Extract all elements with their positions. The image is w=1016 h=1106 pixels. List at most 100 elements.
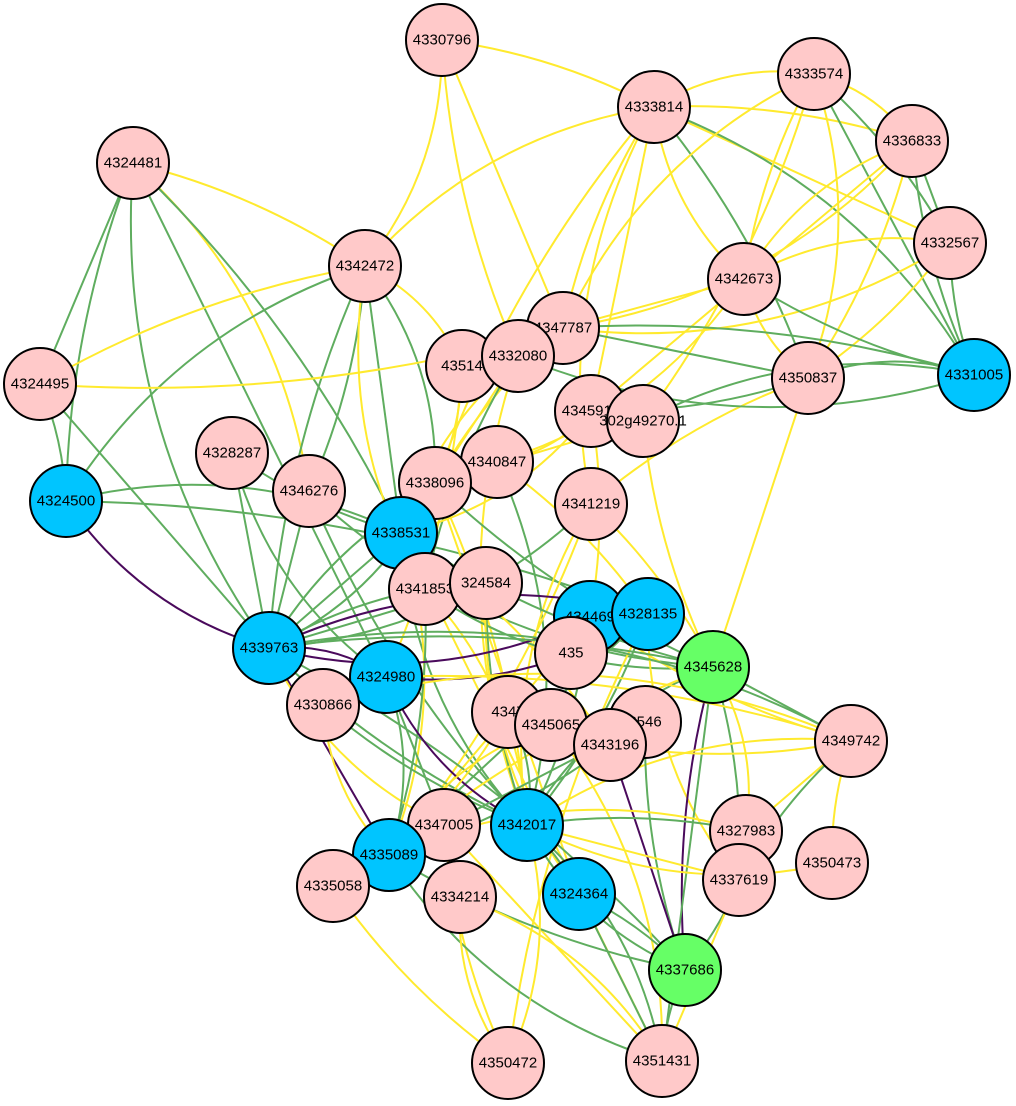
node-circle[interactable] [423, 860, 497, 934]
graph-node[interactable]: 4346276 [272, 454, 346, 528]
node-circle[interactable] [617, 70, 691, 144]
node-label: 4333814 [625, 99, 683, 116]
graph-edge [661, 666, 714, 1062]
node-label: 4350837 [779, 370, 837, 387]
graph-edge [268, 635, 714, 668]
node-circle[interactable] [777, 37, 851, 111]
node-circle[interactable] [606, 384, 680, 458]
node-circle[interactable] [471, 1026, 545, 1100]
graph-node[interactable]: 4324980 [349, 640, 423, 714]
node-label: 4347787 [534, 320, 592, 337]
node-circle[interactable] [676, 630, 750, 704]
node-circle[interactable] [328, 229, 402, 303]
node-circle[interactable] [611, 577, 685, 651]
node-circle[interactable] [195, 416, 269, 490]
graph-edge [132, 162, 387, 678]
graph-node[interactable]: 4345628 [676, 630, 750, 704]
node-circle[interactable] [405, 3, 479, 77]
node-circle[interactable] [96, 126, 170, 200]
graph-node[interactable]: 4328135 [611, 577, 685, 651]
node-circle[interactable] [449, 546, 523, 620]
node-label: 4330866 [294, 697, 352, 714]
graph-edge [132, 162, 366, 267]
graph-edge [526, 824, 833, 876]
graph-node[interactable]: 324584 [449, 546, 523, 620]
node-circle[interactable] [349, 640, 423, 714]
node-label: 324584 [461, 575, 511, 592]
node-label: 4347005 [415, 817, 473, 834]
graph-node[interactable]: 4345065 [514, 688, 588, 762]
graph-node[interactable]: 4337686 [648, 933, 722, 1007]
graph-node[interactable]: 4337619 [702, 843, 776, 917]
graph-node[interactable]: 4334214 [423, 860, 497, 934]
node-circle[interactable] [490, 788, 564, 862]
graph-node[interactable]: 4324495 [3, 347, 77, 421]
node-circle[interactable] [232, 611, 306, 685]
node-circle[interactable] [771, 341, 845, 415]
graph-node[interactable]: 4333814 [617, 70, 691, 144]
graph-node[interactable]: 4333574 [777, 37, 851, 111]
node-circle[interactable] [296, 849, 370, 923]
graph-node[interactable]: 4343196 [573, 708, 647, 782]
node-circle[interactable] [625, 1024, 699, 1098]
graph-edge [65, 265, 366, 502]
graph-node[interactable]: 302g49270.1 [599, 384, 687, 458]
node-label: 4338096 [406, 475, 464, 492]
graph-node[interactable]: 4347005 [407, 788, 481, 862]
graph-node[interactable]: 4324500 [29, 464, 103, 538]
graph-node[interactable]: 4324364 [542, 857, 616, 931]
node-circle[interactable] [542, 857, 616, 931]
graph-node[interactable]: 4336833 [875, 104, 949, 178]
graph-node[interactable]: 4350472 [471, 1026, 545, 1100]
graph-node[interactable]: 4349742 [814, 704, 888, 778]
node-circle[interactable] [937, 338, 1011, 412]
graph-edge [39, 383, 270, 649]
node-circle[interactable] [272, 454, 346, 528]
node-circle[interactable] [573, 708, 647, 782]
node-circle[interactable] [795, 826, 869, 900]
node-circle[interactable] [913, 206, 987, 280]
graph-node[interactable]: 4342673 [707, 242, 781, 316]
graph-node[interactable]: 4342472 [328, 229, 402, 303]
node-circle[interactable] [875, 104, 949, 178]
node-circle[interactable] [29, 464, 103, 538]
node-label: 4330796 [413, 32, 471, 49]
graph-node[interactable]: 4331005 [937, 338, 1011, 412]
graph-node[interactable]: 4328287 [195, 416, 269, 490]
graph-node[interactable]: 435 [534, 616, 608, 690]
graph-node[interactable]: 4330866 [286, 668, 360, 742]
node-circle[interactable] [481, 319, 555, 393]
node-circle[interactable] [814, 704, 888, 778]
graph-node[interactable]: 4332080 [481, 319, 555, 393]
graph-node[interactable]: 4340847 [460, 425, 534, 499]
graph-node[interactable]: 4324481 [96, 126, 170, 200]
node-label: 4324495 [11, 376, 69, 393]
node-label: 4324364 [550, 886, 608, 903]
node-circle[interactable] [3, 347, 77, 421]
graph-edge [388, 854, 686, 971]
graph-node[interactable]: 4341853 [388, 552, 462, 626]
graph-node[interactable]: 4335089 [352, 818, 426, 892]
graph-node[interactable]: 4335058 [296, 849, 370, 923]
node-circle[interactable] [648, 933, 722, 1007]
node-label: 4327983 [717, 823, 775, 840]
graph-node[interactable]: 4351431 [625, 1024, 699, 1098]
graph-edge [813, 73, 975, 376]
graph-node[interactable]: 4350473 [795, 826, 869, 900]
graph-node[interactable]: 4330796 [405, 3, 479, 77]
node-circle[interactable] [534, 616, 608, 690]
node-circle[interactable] [707, 242, 781, 316]
graph-node[interactable]: 4350837 [771, 341, 845, 415]
graph-edge [385, 674, 852, 742]
graph-node[interactable]: 4339763 [232, 611, 306, 685]
node-circle[interactable] [286, 668, 360, 742]
graph-node[interactable]: 4342017 [490, 788, 564, 862]
graph-edge [590, 106, 655, 412]
graph-node[interactable]: 4332567 [913, 206, 987, 280]
graph-edge [807, 73, 840, 379]
graph-node[interactable]: 4341219 [554, 467, 628, 541]
graph-node[interactable]: 4338531 [364, 496, 438, 570]
node-circle[interactable] [554, 467, 628, 541]
node-circle[interactable] [702, 843, 776, 917]
graph-edge [712, 377, 809, 668]
